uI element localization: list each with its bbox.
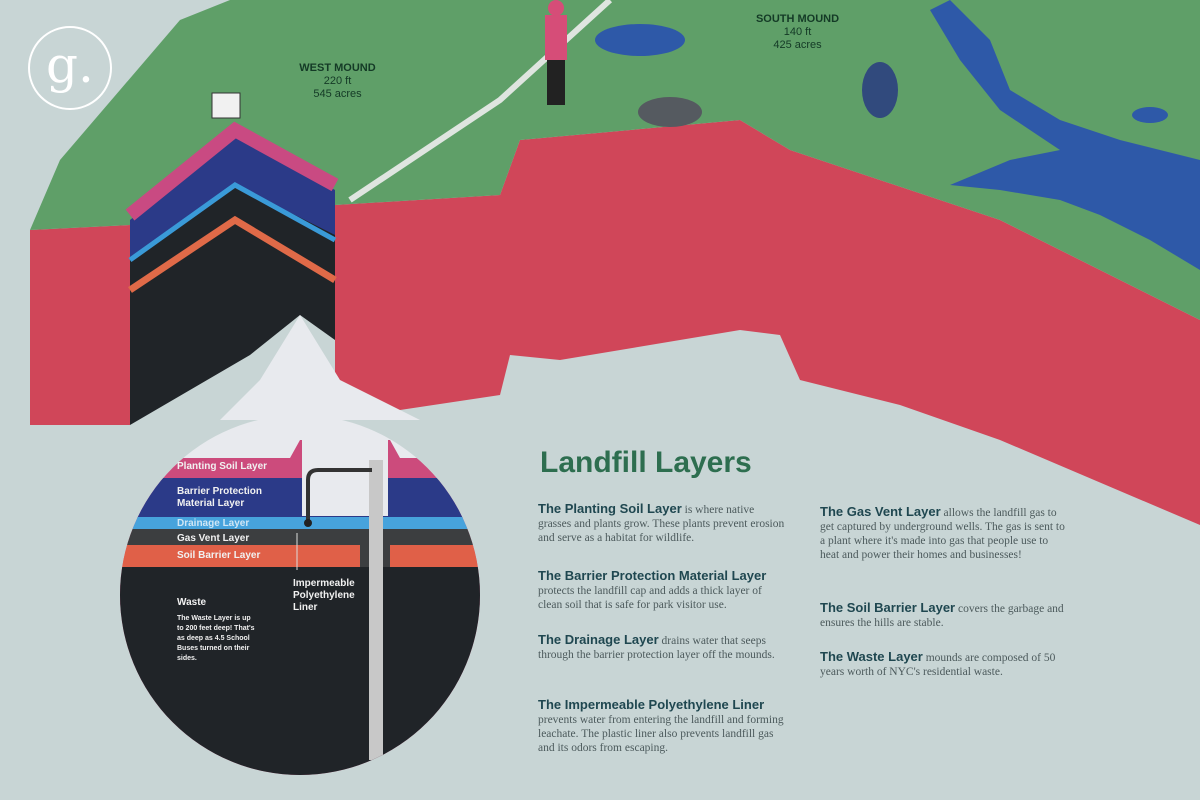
layer-label-barrier: Barrier Protection Material Layer xyxy=(177,486,263,509)
well-icon xyxy=(211,92,241,119)
liner-label: Impermeable Polyethylene Liner xyxy=(293,578,355,613)
section-heading: The Waste Layer xyxy=(820,649,923,664)
layer-label-soil-barrier: Soil Barrier Layer xyxy=(177,550,261,561)
section-heading: The Planting Soil Layer xyxy=(538,501,682,516)
page-title: Landfill Layers xyxy=(540,446,752,479)
person xyxy=(545,15,567,60)
section-soil-barrier: The Soil Barrier Layer covers the garbag… xyxy=(820,601,1070,630)
section-body: covers the garbage and ensures the hills… xyxy=(820,603,1064,629)
west-mound-area: 545 acres xyxy=(313,88,362,100)
layer-label-planting: Planting Soil Layer xyxy=(177,461,268,472)
section-drainage: The Drainage Layer drains water that see… xyxy=(538,633,788,662)
south-mound-height: 140 ft xyxy=(783,26,812,38)
layer-label-drainage: Drainage Layer xyxy=(177,518,250,529)
section-body: is where native grasses and plants grow.… xyxy=(538,504,785,544)
section-heading: The Barrier Protection Material Layer xyxy=(538,568,767,583)
south-mound-label: SOUTH MOUND 140 ft 425 acres xyxy=(745,13,850,52)
west-mound-name: WEST MOUND xyxy=(299,62,376,74)
layer-label-gas-vent: Gas Vent Layer xyxy=(177,533,250,544)
section-body: allows the landfill gas to get captured … xyxy=(820,507,1065,561)
section-waste: The Waste Layer mounds are composed of 5… xyxy=(820,650,1070,679)
section-liner: The Impermeable Polyethylene Liner preve… xyxy=(538,698,788,755)
south-mound-name: SOUTH MOUND xyxy=(755,13,840,25)
layer-diagram xyxy=(120,438,480,775)
section-planting: The Planting Soil Layer is where native … xyxy=(538,502,788,545)
section-gas-vent: The Gas Vent Layer allows the landfill g… xyxy=(820,505,1070,562)
opossum xyxy=(638,97,702,127)
waste-note: The Waste Layer is up to 200 feet deep! … xyxy=(177,615,255,662)
cap-layer-main xyxy=(335,120,1200,525)
section-heading: The Drainage Layer xyxy=(538,632,659,647)
west-mound-label: WEST MOUND 220 ft 545 acres xyxy=(290,62,385,101)
section-body: drains water that seeps through the barr… xyxy=(538,635,775,661)
west-mound-height: 220 ft xyxy=(323,75,352,87)
south-mound-area: 425 acres xyxy=(773,39,822,51)
water xyxy=(930,0,1200,270)
pond xyxy=(595,24,685,56)
section-heading: The Impermeable Polyethylene Liner xyxy=(538,697,765,712)
grass-map xyxy=(30,0,1200,320)
section-body: protects the landfill cap and adds a thi… xyxy=(538,585,762,611)
section-heading: The Soil Barrier Layer xyxy=(820,600,956,615)
zoom-drop xyxy=(220,315,420,420)
brand-logo: g. xyxy=(28,26,112,110)
waste-title: Waste xyxy=(177,597,207,608)
path xyxy=(348,0,613,203)
section-body: prevents water from entering the landfil… xyxy=(538,714,784,754)
section-body: mounds are composed of 50 years worth of… xyxy=(820,652,1056,678)
cap-layer xyxy=(30,225,130,425)
section-barrier: The Barrier Protection Material Layer pr… xyxy=(538,569,788,612)
section-heading: The Gas Vent Layer xyxy=(820,504,941,519)
